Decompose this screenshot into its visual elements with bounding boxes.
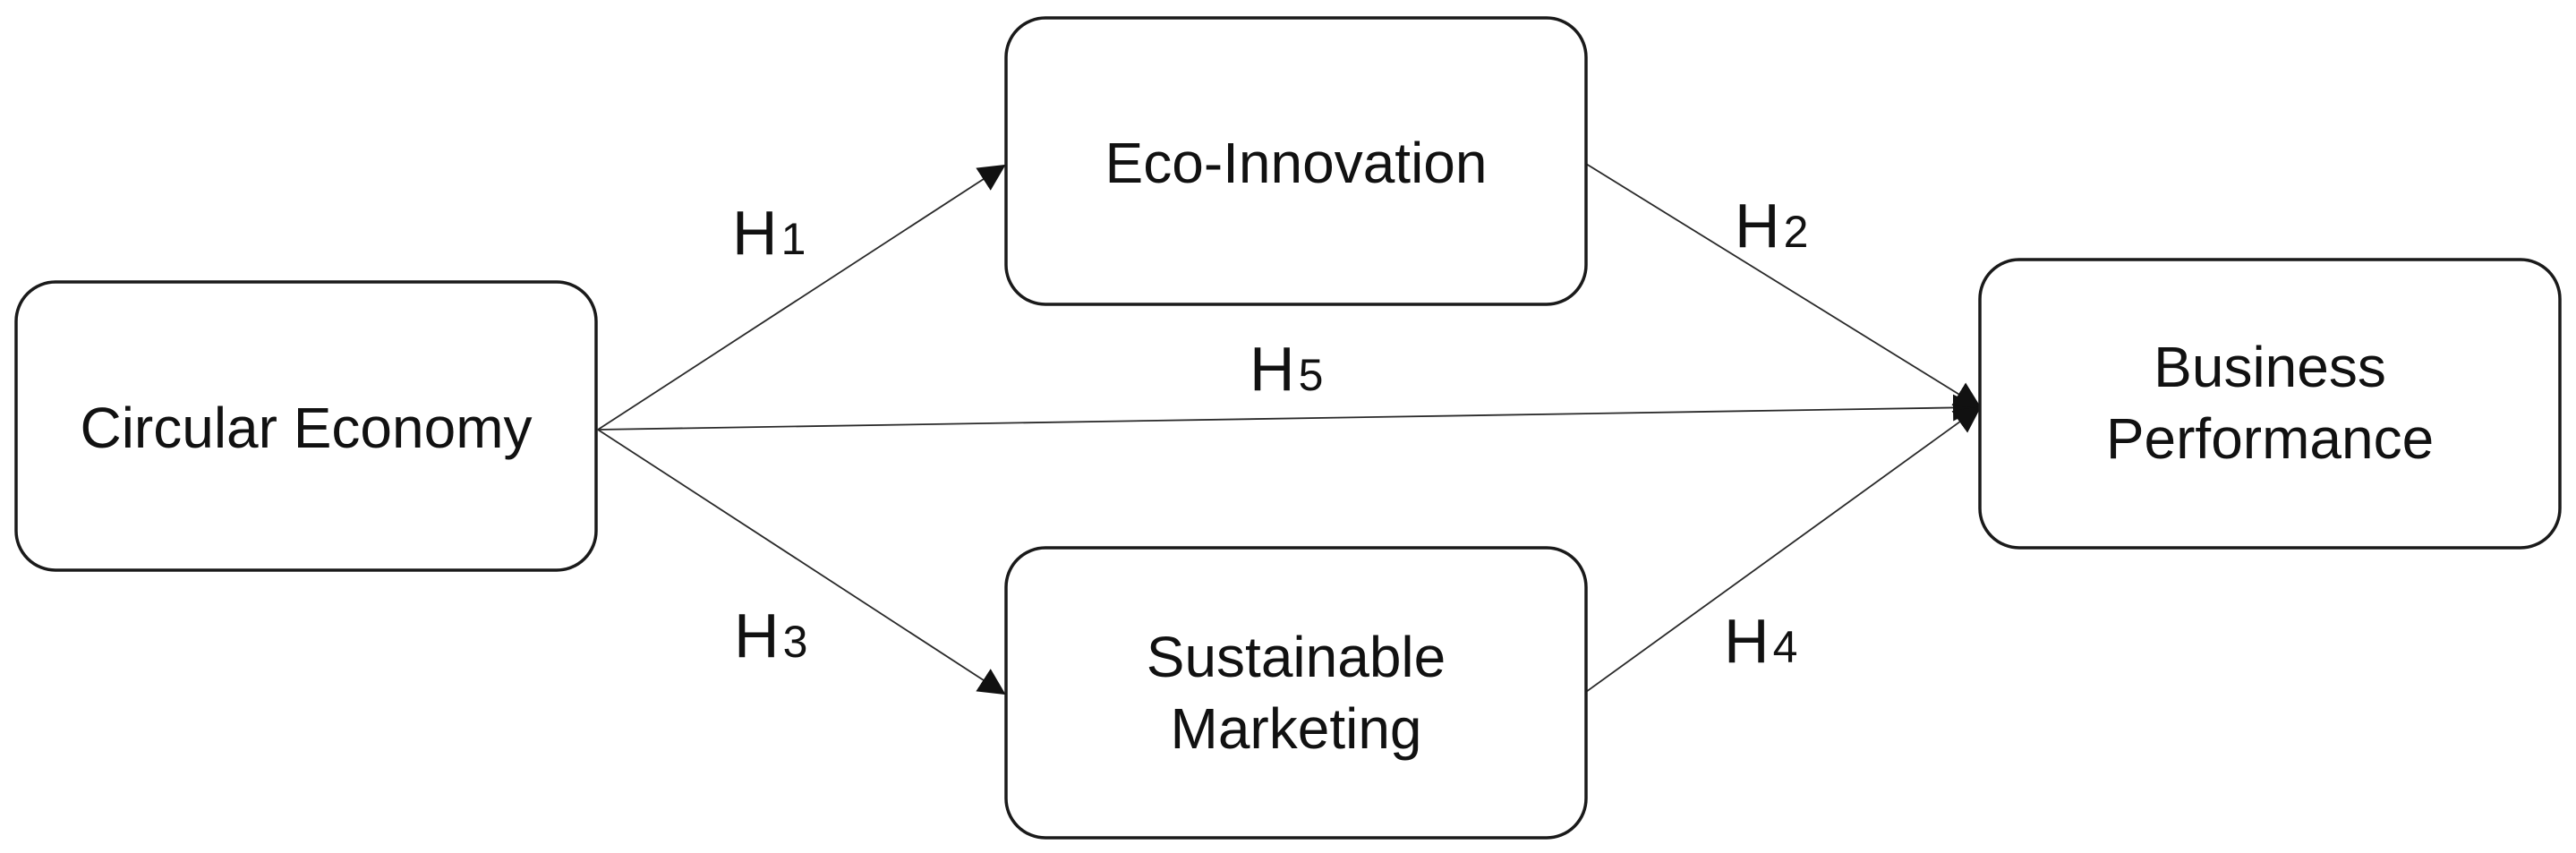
node-sustainable-marketing-label-line2: Marketing <box>1171 696 1422 761</box>
label-h3: H3 <box>734 601 807 670</box>
edges <box>597 163 1982 695</box>
edge-h1-arrow <box>597 164 1006 431</box>
node-sustainable-marketing-label-line1: Sustainable <box>1147 625 1446 689</box>
node-eco-innovation: Eco-Innovation <box>1004 16 1588 306</box>
label-h4: H4 <box>1724 606 1797 676</box>
node-business-performance: Business Performance <box>1978 258 2562 550</box>
node-business-performance-label-line2: Performance <box>2106 406 2434 471</box>
edge-h5-arrow <box>597 394 1980 431</box>
edge-labels: H1 H2 H3 H4 H5 <box>732 191 1808 676</box>
node-circular-economy: Circular Economy <box>14 280 598 572</box>
label-h5: H5 <box>1250 334 1323 404</box>
edge-h4-arrow <box>1585 405 1982 693</box>
node-business-performance-label-line1: Business <box>2154 335 2386 399</box>
node-circular-economy-label: Circular Economy <box>80 396 532 460</box>
label-h1: H1 <box>732 198 806 268</box>
edge-h3-arrow <box>597 429 1006 695</box>
edge-h2-arrow <box>1585 163 1982 409</box>
node-eco-innovation-label: Eco-Innovation <box>1105 131 1488 195</box>
label-h2: H2 <box>1735 191 1808 260</box>
node-sustainable-marketing: Sustainable Marketing <box>1004 546 1588 840</box>
